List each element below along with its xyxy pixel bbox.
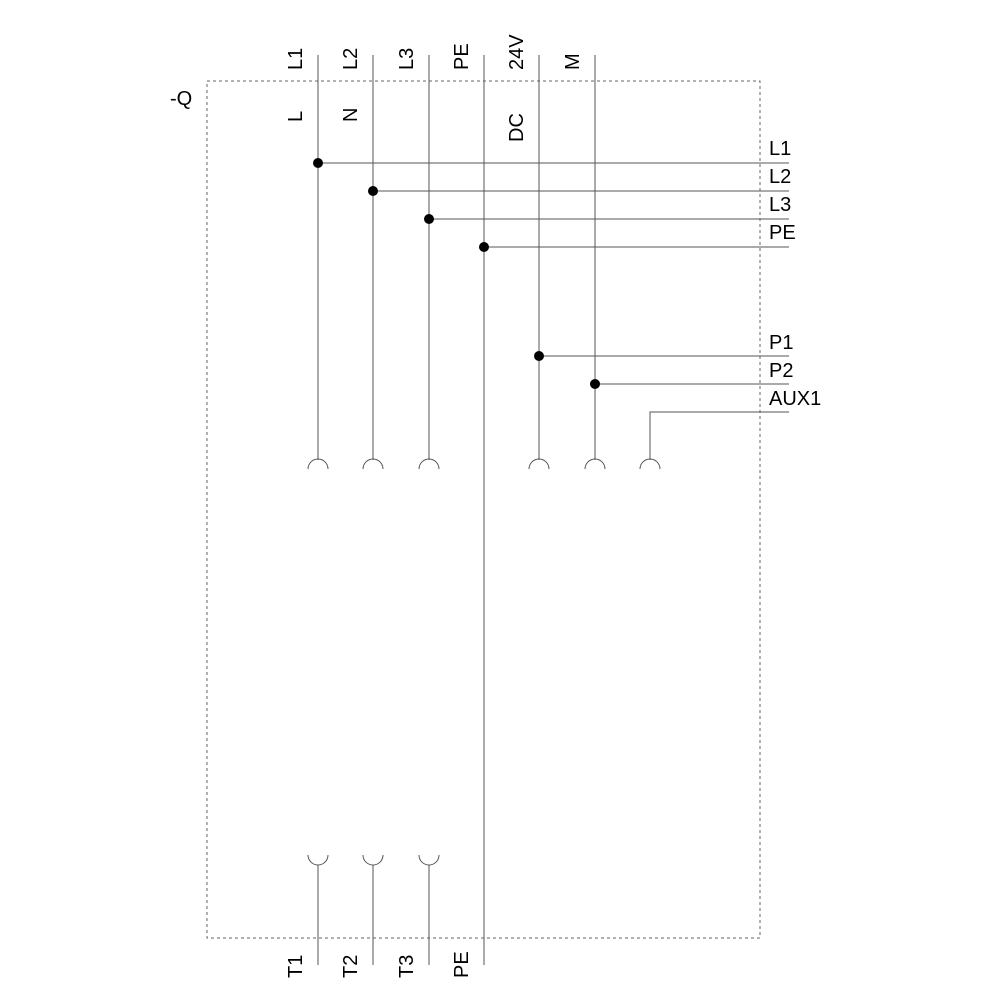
top-label-l1: L1: [285, 48, 307, 70]
bottom-label-t3: T3: [396, 955, 418, 978]
terminal-arcs-bottom: [307, 854, 440, 866]
device-tag: -Q: [170, 88, 192, 110]
top-label-pe: PE: [451, 43, 473, 70]
top-label-m: M: [562, 53, 584, 70]
top-label-l2: L2: [340, 48, 362, 70]
right-label-l3: L3: [769, 194, 791, 216]
top-label-l3: L3: [396, 48, 418, 70]
inner-label-n: N: [340, 108, 362, 122]
junction-dots: [313, 158, 600, 389]
inner-label-dc: DC: [506, 113, 528, 142]
right-label-l2: L2: [769, 166, 791, 188]
right-labels: L1 L2 L3 PE P1 P2 AUX1: [769, 138, 821, 410]
right-label-pe: PE: [769, 222, 796, 244]
top-terminal-labels: L1 L2 L3 PE 24V M: [285, 34, 584, 70]
bottom-label-pe: PE: [451, 951, 473, 978]
right-label-p2: P2: [769, 360, 793, 382]
terminal-arcs-top: [307, 458, 661, 470]
bottom-label-t1: T1: [285, 955, 307, 978]
top-label-24v: 24V: [506, 34, 528, 70]
right-label-p1: P1: [769, 332, 793, 354]
horizontal-branches: [318, 162, 789, 385]
bottom-terminal-labels: T1 T2 T3 PE: [285, 951, 473, 978]
bottom-label-t2: T2: [340, 955, 362, 978]
vertical-conductors: [317, 55, 789, 965]
right-label-aux1: AUX1: [769, 388, 821, 410]
right-label-l1: L1: [769, 138, 791, 160]
inner-label-l: L: [285, 111, 307, 122]
